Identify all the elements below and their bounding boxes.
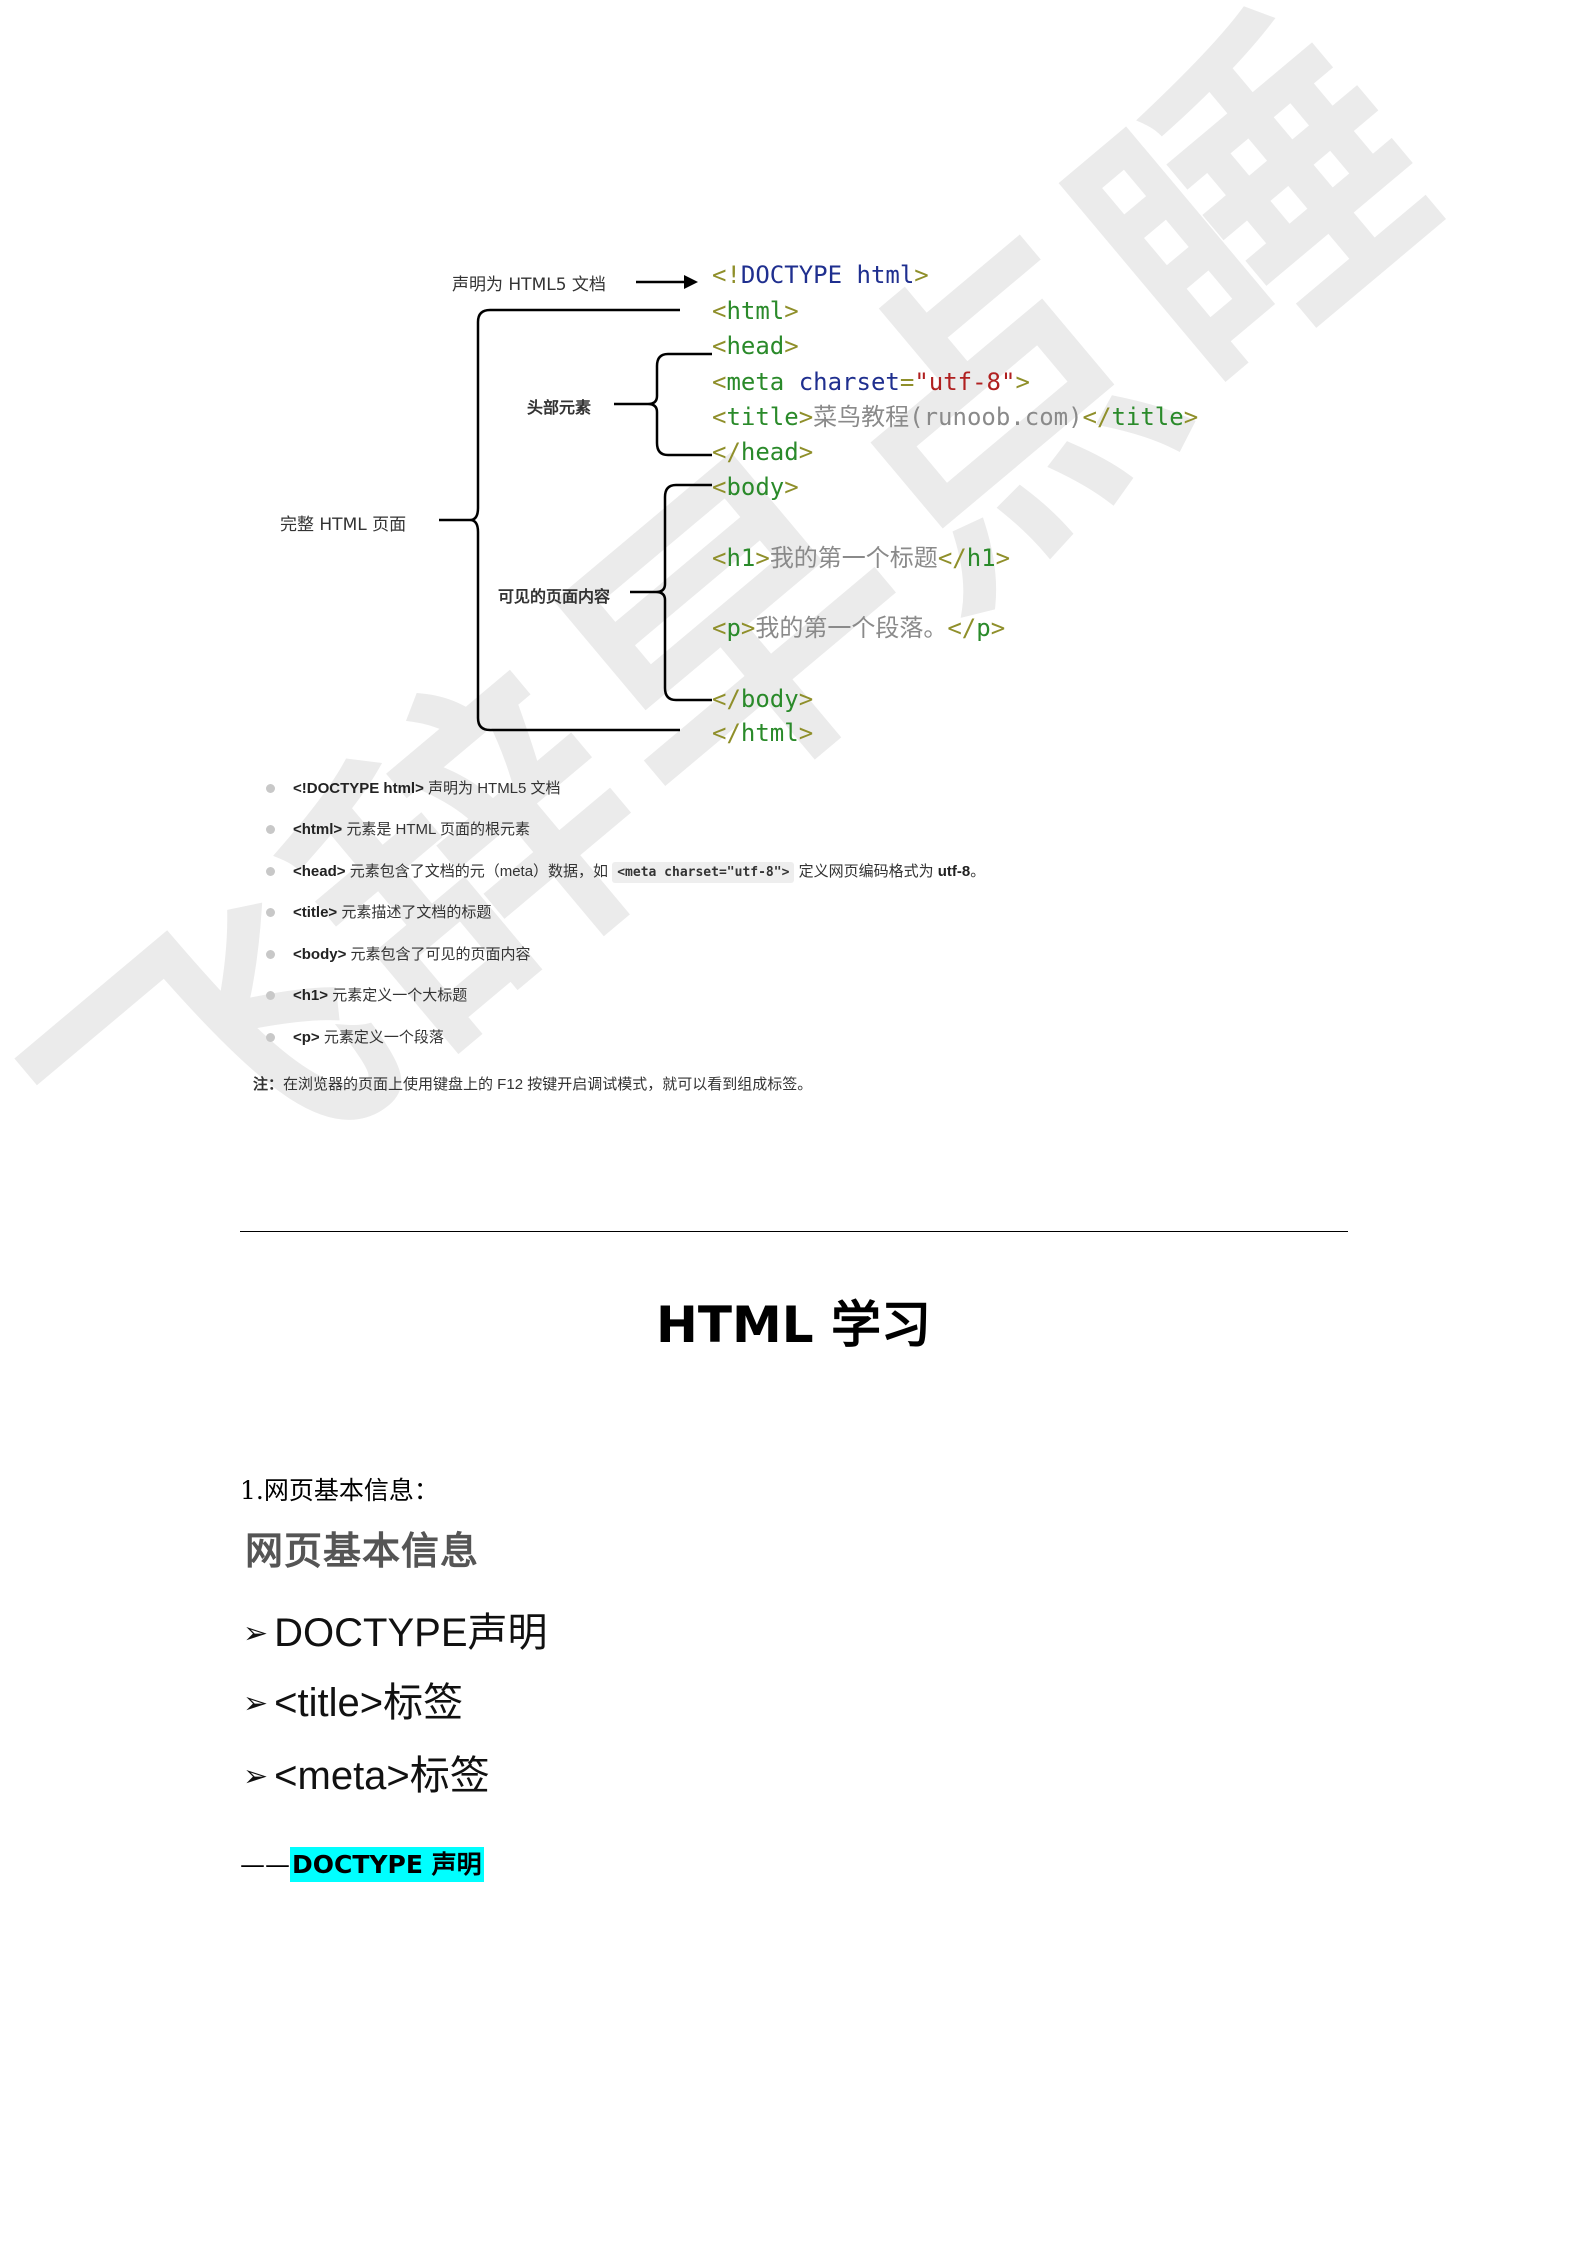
code-line-h1: <h1>我的第一个标题</h1>	[712, 544, 1011, 572]
note-label: 注：	[253, 1076, 284, 1093]
list-item: <p> 元素定义一个段落	[266, 1028, 444, 1048]
list-item: <title> 元素描述了文档的标题	[266, 903, 491, 923]
section-heading: 1.网页基本信息：	[240, 1476, 439, 1505]
bullet-icon	[266, 824, 275, 834]
bullet-icon	[266, 1032, 275, 1042]
code-line-html-close: </html>	[712, 719, 814, 747]
bullet-icon	[266, 783, 275, 793]
visible-content-annotation: 可见的页面内容	[498, 587, 611, 606]
note-text: 在浏览器的页面上使用键盘上的 F12 按键开启调试模式，就可以看到组成标签。	[283, 1076, 813, 1093]
highlighted-label: DOCTYPE 声明	[290, 1847, 484, 1882]
code-line-title: <title>菜鸟教程(runoob.com)</title>	[712, 403, 1199, 431]
code-line-meta: <meta charset="utf-8">	[712, 368, 1030, 396]
code-line-head-close: </head>	[712, 438, 814, 466]
code-line-p: <p>我的第一个段落。</p>	[712, 614, 1006, 642]
code-line-body-open: <body>	[712, 473, 799, 501]
slide-title: 网页基本信息	[245, 1529, 480, 1573]
bullet-icon	[266, 866, 275, 876]
page-title: HTML 学习	[656, 1296, 931, 1354]
code-line-head-open: <head>	[712, 332, 799, 360]
code-line-html-open: <html>	[712, 297, 799, 325]
arrowhead-bullet-icon: ➢	[243, 1687, 269, 1720]
doctype-subheading: ——DOCTYPE 声明	[240, 1845, 484, 1882]
slide-list-item: ➢DOCTYPE声明	[243, 1611, 548, 1655]
arrowhead-bullet-icon: ➢	[243, 1760, 269, 1793]
code-line-body-close: </body>	[712, 685, 814, 713]
bracket-lines	[439, 275, 712, 732]
bullet-icon	[266, 949, 275, 959]
list-item: <h1> 元素定义一个大标题	[266, 986, 467, 1006]
slide-list-item: ➢<title>标签	[243, 1681, 464, 1725]
bullet-icon	[266, 990, 275, 1000]
list-item: <head> 元素包含了文档的元（meta）数据，如 <meta charset…	[266, 862, 985, 883]
list-item: <!DOCTYPE html> 声明为 HTML5 文档	[266, 779, 561, 799]
horizontal-divider	[240, 1231, 1348, 1232]
list-item: <html> 元素是 HTML 页面的根元素	[266, 820, 530, 840]
inline-code: <meta charset="utf-8">	[612, 862, 795, 883]
bullet-icon	[266, 907, 275, 917]
full-page-annotation: 完整 HTML 页面	[280, 515, 407, 535]
doctype-annotation: 声明为 HTML5 文档	[452, 275, 606, 295]
code-line-doctype: <!DOCTYPE html>	[712, 261, 929, 289]
arrowhead-bullet-icon: ➢	[243, 1617, 269, 1650]
note-paragraph: 注：在浏览器的页面上使用键盘上的 F12 按键开启调试模式，就可以看到组成标签。	[253, 1073, 812, 1094]
list-item: <body> 元素包含了可见的页面内容	[266, 945, 531, 965]
slide-list-item: ➢<meta>标签	[243, 1754, 490, 1798]
head-elements-annotation: 头部元素	[527, 398, 592, 417]
arrow-right-icon	[684, 275, 698, 289]
